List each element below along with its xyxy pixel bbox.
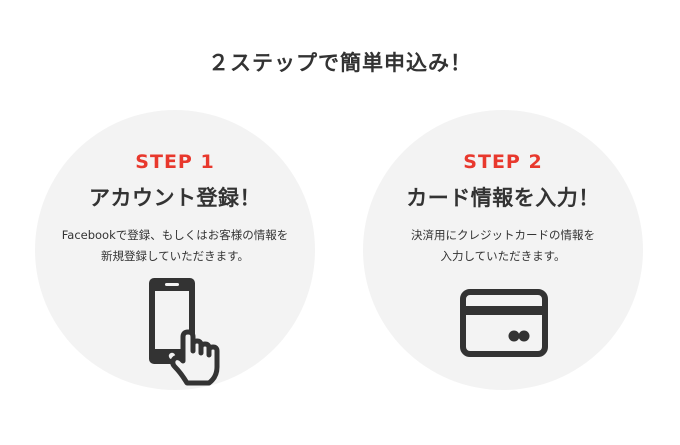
step-2-title: カード情報を入力！ xyxy=(406,186,600,210)
step-1-label: STEP 1 xyxy=(135,151,215,173)
step-1-description: Facebookで登録、もしくはお客様の情報を 新規登録していただきます。 xyxy=(35,225,315,267)
step-1-description-line-1: Facebookで登録、もしくはお客様の情報を xyxy=(61,228,289,242)
step-1-panel: STEP 1 アカウント登録！ Facebookで登録、もしくはお客様の情報を … xyxy=(35,110,315,390)
step-2-label: STEP 2 xyxy=(463,151,543,173)
step-1-title: アカウント登録！ xyxy=(89,186,261,210)
step-2-description-line-1: 決済用にクレジットカードの情報を xyxy=(411,228,595,242)
step-2-description: 決済用にクレジットカードの情報を 入力していただきます。 xyxy=(363,225,643,267)
step-2-description-line-2: 入力していただきます。 xyxy=(440,249,566,263)
smartphone-touch-icon xyxy=(149,278,220,386)
page-headline: ２ステップで簡単申込み！ xyxy=(208,51,472,75)
credit-card-icon xyxy=(460,289,548,357)
step-2-panel: STEP 2 カード情報を入力！ 決済用にクレジットカードの情報を 入力していた… xyxy=(363,110,643,390)
step-1-description-line-2: 新規登録していただきます。 xyxy=(100,249,249,263)
